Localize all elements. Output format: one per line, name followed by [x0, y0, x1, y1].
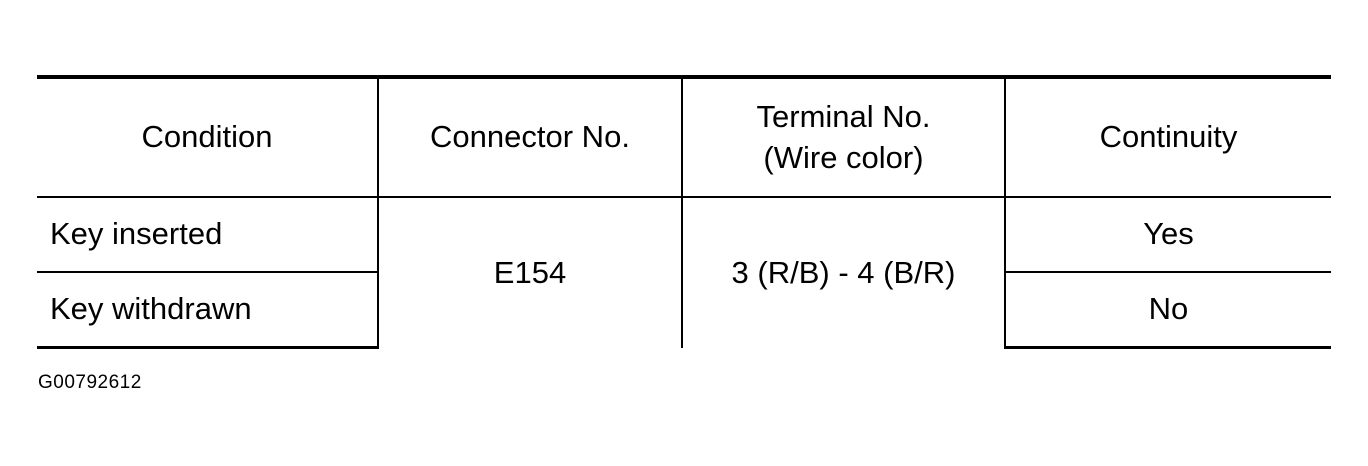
- table-row: Key withdrawn No: [37, 272, 1331, 349]
- header-row: Condition Connector No. Terminal No. (Wi…: [37, 75, 1331, 198]
- continuity-spec-table: Condition Connector No. Terminal No. (Wi…: [37, 75, 1331, 349]
- condition-cell: Key withdrawn: [37, 272, 379, 349]
- header-terminal-line2: (Wire color): [763, 139, 924, 175]
- figure-id: G00792612: [38, 372, 142, 393]
- header-terminal-no: Terminal No. (Wire color): [681, 75, 1006, 198]
- connector-cell: E154: [377, 197, 683, 348]
- header-continuity: Continuity: [1004, 75, 1331, 198]
- terminal-cell: 3 (R/B) - 4 (B/R): [681, 197, 1006, 348]
- header-connector-no: Connector No.: [377, 75, 683, 198]
- continuity-cell: Yes: [1004, 197, 1331, 273]
- condition-cell: Key inserted: [37, 197, 379, 273]
- table-row: Key inserted E154 3 (R/B) - 4 (B/R) Yes: [37, 197, 1331, 348]
- header-condition: Condition: [37, 75, 379, 198]
- header-terminal-line1: Terminal No.: [756, 99, 931, 135]
- continuity-cell: No: [1004, 272, 1331, 349]
